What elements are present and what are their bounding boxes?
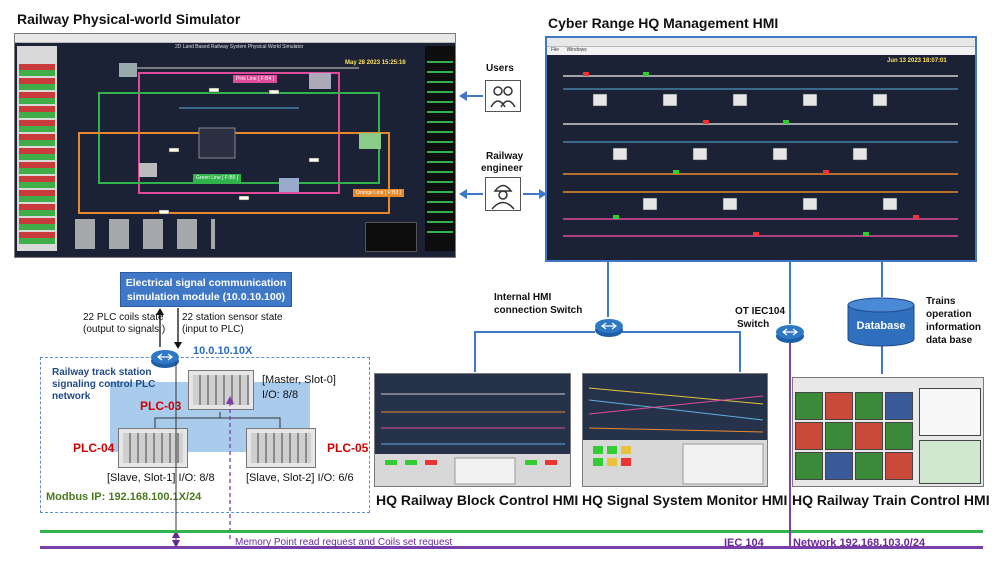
users-label: Users — [486, 63, 514, 74]
plc-04-label: PLC-04 — [73, 441, 115, 455]
train-hmi-screenshot — [792, 377, 984, 487]
hmi-menu-windows[interactable]: Windows — [566, 47, 587, 53]
simulator-title: Railway Physical-world Simulator — [17, 11, 241, 27]
internal-switch-label-l1: Internal HMI — [494, 292, 552, 303]
simulator-control-buttons — [19, 64, 55, 244]
ot-switch-label-l2: Switch — [737, 319, 770, 330]
plc-05-device — [246, 428, 316, 468]
iec104-label: IEC 104 — [724, 537, 764, 549]
block-hmi-title: HQ Railway Block Control HMI — [376, 492, 579, 508]
sensors-label-l2: (input to PLC) — [182, 324, 244, 335]
plc-links — [154, 412, 281, 428]
simulator-window-bar — [15, 34, 455, 43]
signal-hmi-screenshot — [582, 373, 768, 487]
simulator-legend — [365, 222, 417, 252]
hmi-track-diagram — [563, 72, 958, 237]
hmi-menu-file[interactable]: File — [551, 47, 560, 53]
plc-05-label: PLC-05 — [327, 441, 369, 455]
simulator-control-panel — [17, 46, 57, 251]
network-bus-line — [40, 546, 983, 549]
modbus-ip-label: Modbus IP: 192.168.100.1X/24 — [46, 491, 202, 503]
iec104-bus-line — [40, 530, 983, 533]
esc-arrows — [156, 308, 182, 349]
plc-switch-ip: 10.0.10.10X — [193, 345, 253, 357]
database-label: Database — [856, 320, 906, 332]
hmi-datetime: Jun 13 2023 18:07:01 — [887, 58, 947, 64]
simulator-datetime: May 28 2023 15:25:16 — [345, 60, 406, 66]
plc-net-title-l1: Railway track station — [52, 367, 152, 378]
engineer-icon — [485, 177, 521, 211]
plc-slave2-label: [Slave, Slot-2] I/O: 6/6 — [246, 472, 354, 484]
engineer-label-l2: engineer — [481, 163, 523, 174]
esc-module-line1: Electrical signal communication — [125, 277, 287, 289]
orange-line-label: Orange Line [ F:B3 ] — [353, 189, 405, 197]
actor-arrows — [459, 91, 547, 199]
simulator-info-panel — [425, 46, 455, 251]
database-desc-l4: data base — [926, 335, 973, 346]
sensors-label-l1: 22 station sensor state — [182, 312, 283, 323]
hmi-top-screenshot: File Windows Jun 13 2023 18:07:01 — [545, 36, 977, 262]
green-line-label: Green Line [ F:B5 ] — [193, 174, 242, 182]
users-icon — [485, 80, 521, 112]
network-label: Network 192.168.103.0/24 — [793, 537, 926, 549]
simulator-plc-panels — [75, 219, 215, 249]
internal-switch-icon — [594, 316, 624, 338]
plc-03-label: PLC-03 — [140, 399, 182, 413]
plc-net-title-l2: signaling control PLC — [52, 379, 156, 390]
coils-label-l1: 22 PLC coils state — [83, 312, 164, 323]
database-desc-l1: Trains — [926, 296, 956, 307]
plc-03-device — [188, 370, 254, 410]
plc-bus-connectors — [172, 362, 234, 548]
simulator-track-map — [78, 63, 390, 215]
hmi-menu-bar: File Windows — [547, 47, 975, 55]
internal-switch-label-l2: connection Switch — [494, 305, 583, 316]
memory-request-label: Memory Point read request and Coils set … — [235, 537, 453, 548]
pink-line-label: Pink Line [ F:B4 ] — [233, 75, 278, 83]
plc-network-box — [40, 357, 370, 513]
ot-switch-label-l1: OT IEC104 — [735, 306, 786, 317]
plc-slave1-label: [Slave, Slot-1] I/O: 8/8 — [107, 472, 215, 484]
engineer-label-l1: Railway — [486, 151, 524, 162]
plc-master-label: [Master, Slot-0] — [262, 374, 336, 386]
signal-hmi-title: HQ Signal System Monitor HMI — [582, 492, 788, 508]
hmi-window-bar — [547, 38, 975, 47]
database-cylinder — [847, 297, 915, 347]
simulator-header-text: 2D Land Based Railway System Physical Wo… — [175, 44, 304, 50]
simulator-info-list — [427, 56, 453, 236]
hmi-top-title: Cyber Range HQ Management HMI — [548, 15, 779, 31]
database-desc-l3: information — [926, 322, 981, 333]
plc-net-title-l3: network — [52, 391, 91, 402]
esc-module-box: Electrical signal communication simulati… — [120, 272, 292, 307]
database-desc-l2: operation — [926, 309, 972, 320]
hq-network-links — [474, 262, 883, 548]
ot-switch-icon — [775, 322, 805, 344]
esc-module-line2: simulation module (10.0.10.100) — [126, 291, 286, 303]
train-hmi-title: HQ Railway Train Control HMI — [792, 492, 990, 508]
plc-master-io: I/O: 8/8 — [262, 389, 299, 401]
coils-label-l2: (output to signals ) — [83, 324, 166, 335]
plc-switch-icon — [150, 347, 180, 369]
block-hmi-screenshot — [374, 373, 571, 487]
simulator-screenshot: 2D Land Based Railway System Physical Wo… — [14, 33, 456, 258]
